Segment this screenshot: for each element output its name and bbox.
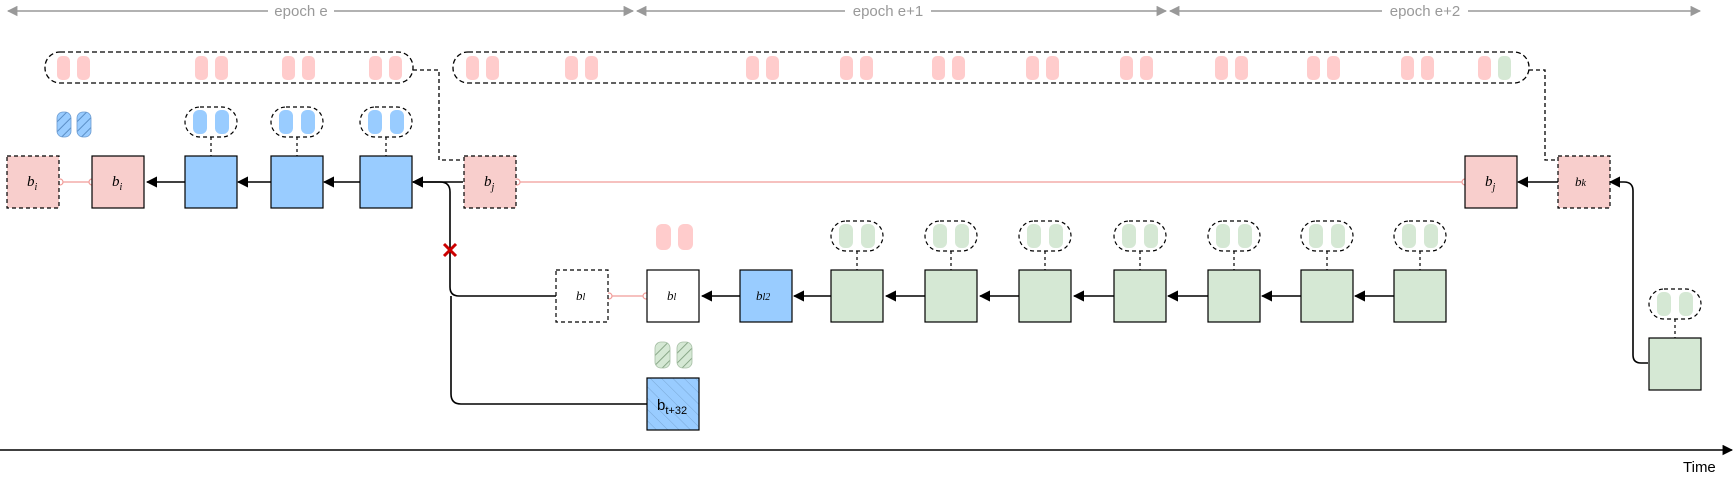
svg-text:bj: bj	[484, 174, 495, 193]
rejected-cross-icon	[442, 242, 458, 258]
pink-pills-floating	[656, 224, 693, 250]
attestation-pill	[466, 56, 479, 80]
attestation-bubble	[1300, 220, 1354, 279]
block-blue	[184, 155, 238, 209]
attestation-pill	[1140, 56, 1153, 80]
block-green	[830, 269, 884, 323]
hatched-blue-pills	[56, 111, 92, 138]
attestation-pill	[1498, 56, 1511, 80]
svg-text:bi: bi	[112, 174, 123, 193]
attestation-bubble	[1113, 220, 1167, 279]
attestation-pill	[57, 56, 70, 80]
blocks: bi bi bj bj bk bl	[6, 155, 1702, 431]
attestation-pill	[389, 56, 402, 80]
block-bk: bk	[1557, 155, 1611, 209]
block-bl2: bl2	[739, 269, 793, 323]
attestation-pill	[565, 56, 578, 80]
attestation-bubble	[1018, 220, 1072, 279]
fork-branch-bt32	[450, 296, 647, 405]
svg-text:bk: bk	[1575, 174, 1587, 189]
attestation-pill	[215, 56, 228, 80]
attestation-bubble	[1648, 288, 1702, 347]
attestation-pill	[1120, 56, 1133, 80]
block-green	[924, 269, 978, 323]
block-bt32: bt+32	[646, 377, 700, 431]
attestation-pill	[746, 56, 759, 80]
links	[56, 176, 1648, 405]
attestation-pill	[1478, 56, 1491, 80]
attestation-pill	[932, 56, 945, 80]
epoch-ruler: epoch e epoch e+1 epoch e+2	[6, 2, 1702, 20]
block-bl: bl	[646, 269, 700, 323]
attestation-pill	[1327, 56, 1340, 80]
attestation-pill	[1307, 56, 1320, 80]
attestation-pill	[585, 56, 598, 80]
attestation-pill	[282, 56, 295, 80]
block-green	[1648, 337, 1702, 391]
attestation-pill	[486, 56, 499, 80]
attestation-pill	[1401, 56, 1414, 80]
attestation-bubble	[184, 106, 238, 165]
block-bl-dashed: bl	[555, 269, 609, 323]
block-green	[1113, 269, 1167, 323]
svg-text:bl: bl	[576, 288, 586, 303]
block-bj-dashed: bj	[463, 155, 517, 209]
attestation-pill	[1026, 56, 1039, 80]
epoch-e2-label: epoch e+2	[1390, 3, 1460, 20]
attestation-pill	[1215, 56, 1228, 80]
block-green	[1393, 269, 1447, 323]
fork-branch-bk	[1608, 176, 1648, 364]
attestation-pill	[1046, 56, 1059, 80]
block-green	[1018, 269, 1072, 323]
attestation-bubble	[924, 220, 978, 279]
block-green	[1300, 269, 1354, 323]
hatched-green-pills	[654, 341, 693, 369]
attestation-pill	[840, 56, 853, 80]
attestation-pill	[369, 56, 382, 80]
attestation-pill	[1421, 56, 1434, 80]
block-bj: bj	[1464, 155, 1518, 209]
block-bi: bi	[91, 155, 145, 209]
attestation-pill	[1235, 56, 1248, 80]
svg-text:bj: bj	[1485, 174, 1496, 193]
attestation-group-right	[452, 51, 1530, 84]
svg-text:bi: bi	[27, 174, 38, 193]
attestation-pill	[302, 56, 315, 80]
block-blue	[270, 155, 324, 209]
attestation-group-left	[44, 51, 414, 84]
attestation-left-connector	[413, 69, 463, 161]
epoch-e-label: epoch e	[274, 3, 327, 20]
block-blue	[359, 155, 413, 209]
attestation-bubble	[1207, 220, 1261, 279]
svg-text:bl2: bl2	[756, 288, 770, 303]
attestation-pill	[766, 56, 779, 80]
attestation-pill	[952, 56, 965, 80]
attestation-right-connector	[1529, 69, 1569, 161]
block-green	[1207, 269, 1261, 323]
block-bi-dashed: bi	[6, 155, 60, 209]
attestation-pill	[860, 56, 873, 80]
attestation-bubble	[359, 106, 413, 165]
fork-branch-bl	[411, 176, 556, 297]
attestation-pill	[195, 56, 208, 80]
attestation-pill	[77, 56, 90, 80]
time-axis-label: Time	[1683, 459, 1716, 476]
epoch-e1-label: epoch e+1	[853, 3, 923, 20]
time-axis: Time	[0, 444, 1734, 476]
svg-text:bt+32: bt+32	[657, 397, 687, 417]
svg-text:bl: bl	[667, 288, 677, 303]
